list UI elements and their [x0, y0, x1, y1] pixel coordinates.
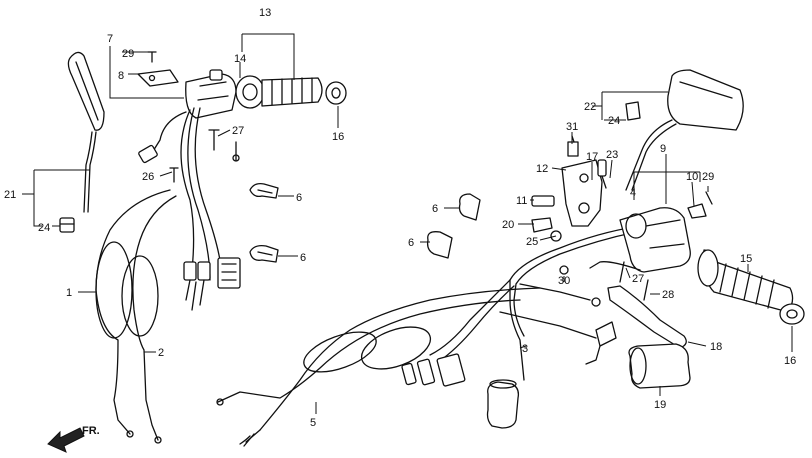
left-handlebar-switch[interactable]: [185, 69, 237, 119]
lever-cover[interactable]: [628, 343, 691, 389]
callout-9: 9: [660, 143, 666, 155]
pivot-pin[interactable]: [531, 195, 555, 207]
cable-clamp-1[interactable]: [249, 182, 279, 199]
front-direction-label: FR.: [82, 425, 100, 437]
callout-31: 31: [566, 121, 578, 133]
clutch-lever-bracket[interactable]: [585, 321, 617, 365]
callout-14: 14: [234, 53, 246, 65]
right-mirror[interactable]: [625, 69, 744, 191]
callout-30: 30: [558, 275, 570, 287]
callout-23: 23: [606, 149, 618, 161]
callout-24-right: 24: [608, 115, 620, 127]
callout-8: 8: [118, 70, 124, 82]
front-direction-arrow: FR.: [47, 425, 100, 453]
adjuster-bolt[interactable]: [531, 217, 562, 242]
callout-17: 17: [586, 151, 598, 163]
callout-18: 18: [710, 341, 722, 353]
switch-screw[interactable]: [687, 191, 713, 219]
left-mirror[interactable]: [67, 51, 105, 213]
callout-6-d: 6: [408, 237, 414, 249]
callout-24-left: 24: [38, 222, 50, 234]
left-grip[interactable]: [235, 75, 323, 109]
right-bar-end[interactable]: [779, 303, 805, 325]
left-switch-harness[interactable]: [138, 107, 241, 311]
callout-7: 7: [107, 33, 113, 45]
callout-11: 11: [516, 195, 527, 207]
callout-labels: 13 14 7 29 8 27 26 21 24 1 2 6 6 16 22 2…: [4, 7, 796, 429]
throttle-cable-1[interactable]: [95, 189, 171, 438]
cable-clamp-4[interactable]: [426, 231, 453, 259]
callout-29-left: 29: [122, 48, 134, 60]
callout-6-b: 6: [300, 252, 306, 264]
callout-3: 3: [522, 343, 528, 355]
callout-29-right: 29: [702, 171, 714, 183]
lever-bolts[interactable]: [559, 261, 649, 301]
brake-lever[interactable]: [607, 285, 687, 349]
brake-light-switch[interactable]: [597, 159, 607, 189]
callout-6-a: 6: [296, 192, 302, 204]
right-throttle-grip[interactable]: [697, 249, 794, 313]
callout-15: 15: [740, 253, 752, 265]
callout-10: 10: [686, 171, 698, 183]
callout-28: 28: [662, 289, 674, 301]
callout-5: 5: [310, 417, 316, 429]
throttle-cable-2[interactable]: [121, 195, 177, 444]
right-mirror-nut[interactable]: [625, 101, 641, 121]
switch-clamp[interactable]: [137, 69, 179, 87]
brake-switch-cable[interactable]: [499, 283, 601, 339]
callout-26: 26: [142, 171, 154, 183]
callout-2: 2: [158, 347, 164, 359]
callout-16-right: 16: [784, 355, 796, 367]
callout-27-right: 27: [632, 273, 644, 285]
cable-bolt[interactable]: [169, 129, 240, 183]
screw[interactable]: [147, 51, 157, 63]
callout-25: 25: [526, 236, 538, 248]
leader-lines: [22, 33, 793, 414]
callout-13: 13: [259, 7, 271, 19]
brake-lever-holder[interactable]: [561, 159, 603, 227]
left-mirror-nut[interactable]: [59, 217, 75, 233]
callout-16-left: 16: [332, 131, 344, 143]
callout-4: 4: [630, 187, 636, 199]
cable-clamp-3[interactable]: [458, 193, 481, 221]
callout-19: 19: [654, 399, 666, 411]
callout-6-c: 6: [432, 203, 438, 215]
callout-27-left: 27: [232, 125, 244, 137]
callout-12: 12: [536, 163, 548, 175]
right-handlebar-switch[interactable]: [589, 207, 691, 273]
master-cylinder-cap[interactable]: [567, 135, 579, 157]
left-bar-end[interactable]: [325, 81, 347, 105]
main-harness[interactable]: [299, 225, 641, 429]
callout-1: 1: [66, 287, 72, 299]
callout-22: 22: [584, 101, 596, 113]
cable-clamp-2[interactable]: [249, 244, 279, 263]
callout-20: 20: [502, 219, 514, 231]
callout-21: 21: [4, 189, 16, 201]
clutch-cable[interactable]: [216, 287, 541, 447]
